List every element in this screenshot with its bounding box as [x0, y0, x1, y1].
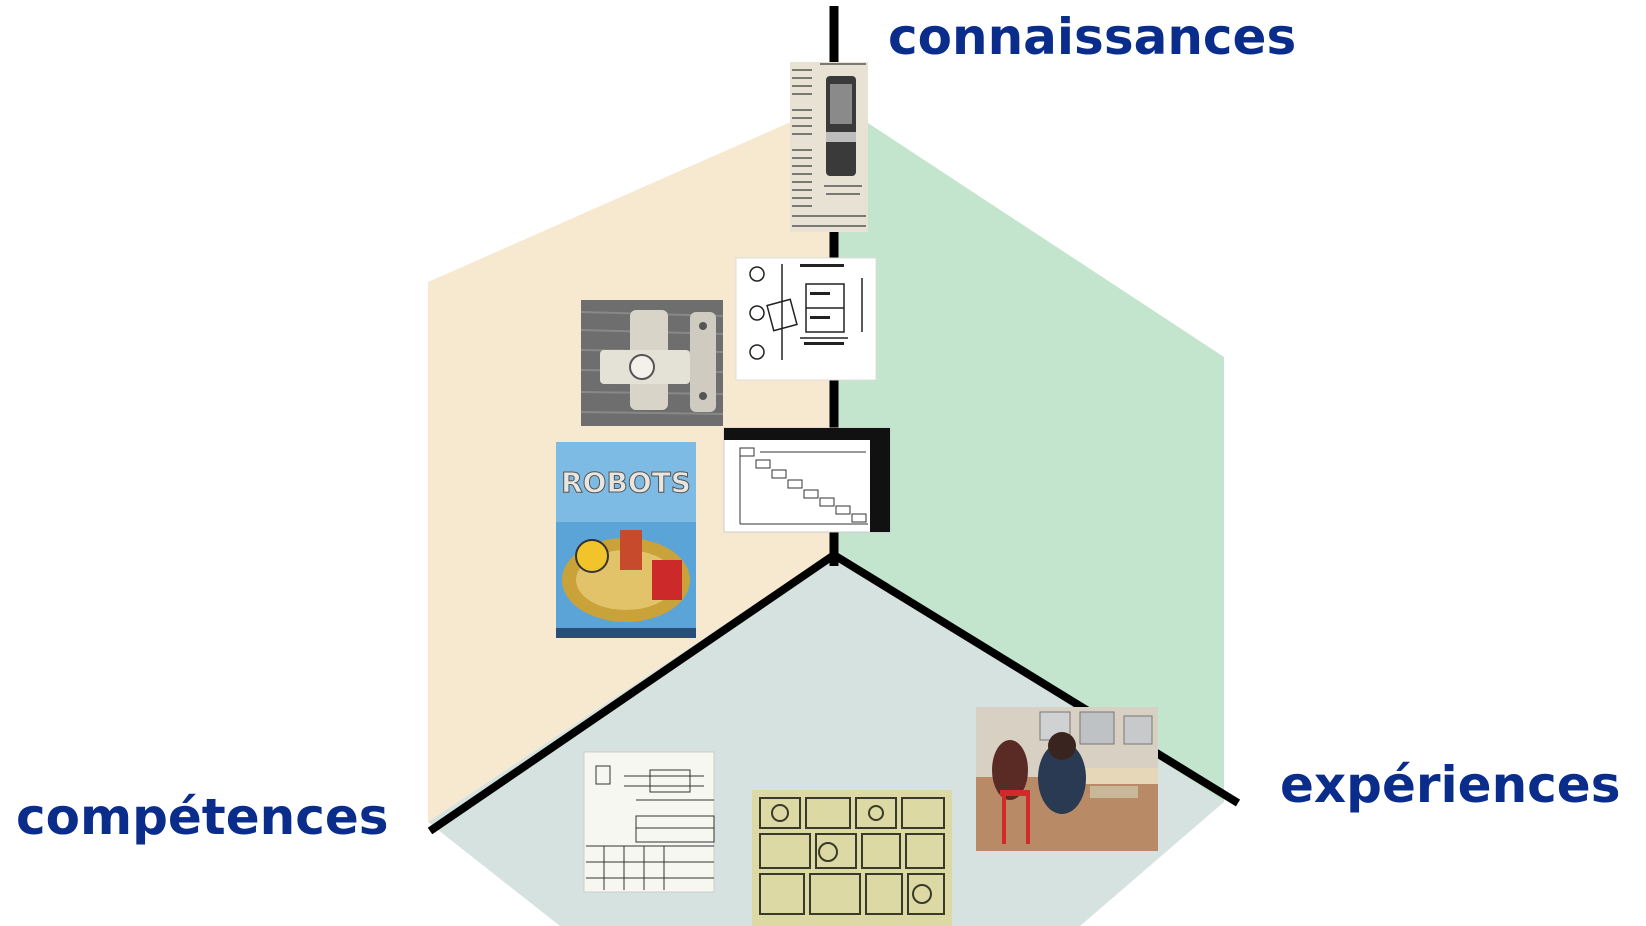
- label-experiences: expériences: [1280, 756, 1621, 814]
- robots-poster-thumbnail: ROBOTS: [556, 442, 696, 638]
- cartridge-article-thumbnail: [790, 62, 868, 232]
- svg-text:ROBOTS: ROBOTS: [561, 466, 691, 499]
- label-competences: compétences: [16, 788, 389, 846]
- door-latch-photo-thumbnail: [580, 300, 724, 426]
- label-connaissances: connaissances: [888, 8, 1297, 66]
- technical-drawing-thumbnail: [583, 751, 715, 893]
- comic-sheet-thumbnail: [752, 790, 952, 926]
- product-lifecycle-chart-thumbnail: [723, 427, 891, 533]
- force-diagram-thumbnail: [735, 257, 877, 381]
- face-connaissances: [836, 102, 1224, 802]
- classroom-photo-thumbnail: [976, 707, 1158, 851]
- axis-experiences: [831, 551, 1241, 807]
- axis-competences: [427, 551, 837, 835]
